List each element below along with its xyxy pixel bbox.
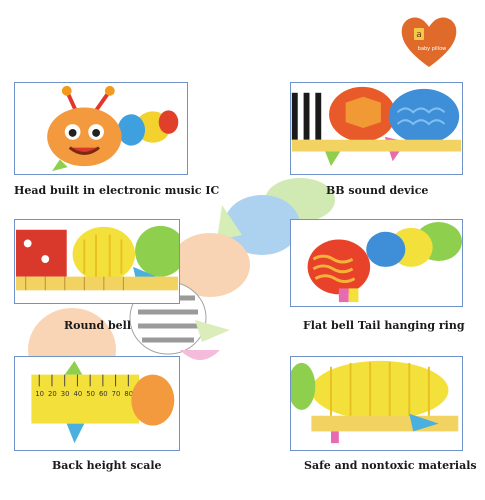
caption-bb-sound: BB sound device (326, 184, 429, 197)
caption-head: Head built in electronic music IC (14, 184, 220, 197)
caption-flat-bell: Flat bell Tail hanging ring (303, 319, 465, 332)
logo-brand-text: baby pillow (418, 46, 446, 52)
round-bell-image (15, 225, 179, 291)
flat-bell-image (307, 221, 462, 303)
caption-round-bell: Round bell (64, 319, 132, 332)
logo-letter: a (416, 30, 422, 40)
brand-logo: a baby pillow (398, 12, 460, 70)
scale-tick-label: 80 (124, 390, 133, 398)
scale-tick-label: 20 (48, 390, 57, 398)
scale-tick-label: 10 (35, 390, 44, 398)
panel-flat-bell (290, 219, 463, 307)
panel-safe-materials (290, 356, 463, 451)
panel-bb-sound (290, 82, 463, 175)
caption-height-scale: Back height scale (52, 459, 162, 472)
safe-materials-image (291, 357, 462, 450)
caption-safe-materials: Safe and nontoxic materials (304, 459, 477, 472)
scale-tick-label: 60 (99, 390, 108, 398)
scale-tick-label: 70 (112, 390, 121, 398)
scale-tick-label: 30 (61, 390, 70, 398)
panel-height-scale: 10 20 30 40 50 60 70 80 (14, 356, 180, 451)
panel-round-bell (14, 219, 180, 304)
height-scale-image: 10 20 30 40 50 60 70 80 (31, 360, 175, 444)
panel-head (14, 82, 188, 175)
scale-tick-label: 40 (74, 390, 83, 398)
scale-tick-label: 50 (86, 390, 95, 398)
head-image (47, 85, 179, 172)
heart-logo-icon: a baby pillow (401, 17, 457, 67)
bb-sound-image (291, 86, 462, 167)
